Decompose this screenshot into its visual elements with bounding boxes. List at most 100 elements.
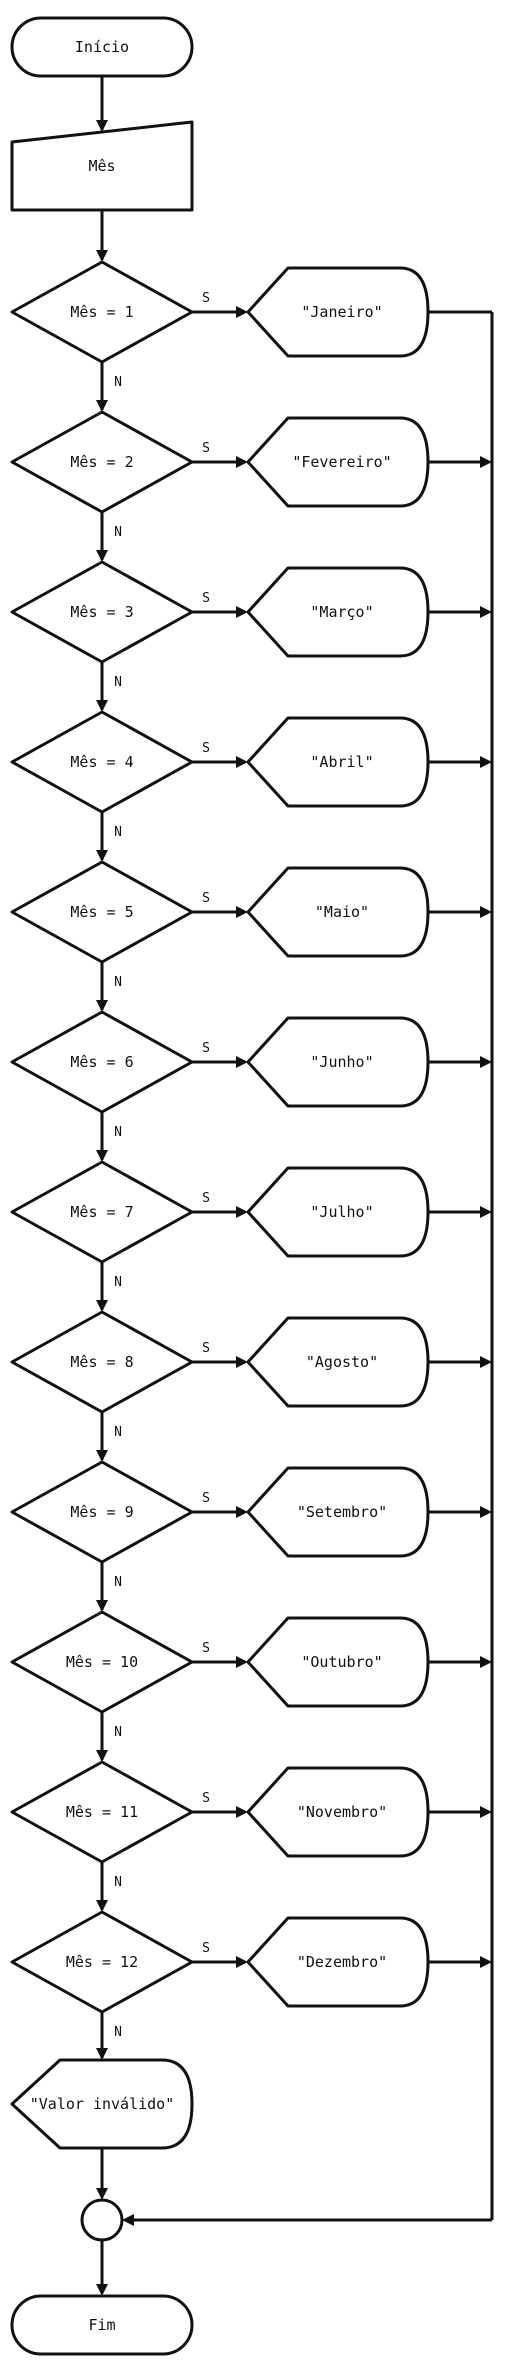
decision-label-11: Mês = 11 — [66, 1803, 138, 1821]
decision-shape-6 — [10, 1010, 194, 1114]
start-terminal: Início — [10, 16, 194, 78]
default-output-shape — [10, 2058, 194, 2150]
default-output-label: "Valor inválido" — [30, 2095, 175, 2113]
decision-shape-10 — [10, 1610, 194, 1714]
output-label-10: "Outubro" — [301, 1653, 382, 1671]
yes-label-11: S — [202, 1791, 210, 1806]
no-label-11: N — [114, 1875, 122, 1890]
yes-label-2: S — [202, 441, 210, 456]
arrowhead-bus-5 — [480, 906, 492, 918]
arrowhead-default-merge — [96, 2188, 108, 2200]
no-label-3: N — [114, 675, 122, 690]
output-shape-3 — [246, 566, 430, 658]
input-label: Mês — [88, 157, 115, 175]
decision-label-5: Mês = 5 — [70, 903, 133, 921]
output-label-1: "Janeiro" — [301, 303, 382, 321]
no-label-7: N — [114, 1275, 122, 1290]
output-shape-1 — [246, 266, 430, 358]
arrowheads — [96, 120, 492, 2296]
arrowhead-bus-6 — [480, 1056, 492, 1068]
decision-label-9: Mês = 9 — [70, 1503, 133, 1521]
arrowhead-no-10 — [96, 1750, 108, 1762]
end-terminal: Fim — [10, 2294, 194, 2356]
arrowhead-yes-5 — [236, 906, 248, 918]
no-label-5: N — [114, 975, 122, 990]
arrowhead-no-9 — [96, 1600, 108, 1612]
arrowhead-yes-9 — [236, 1506, 248, 1518]
decision-shape-7 — [10, 1160, 194, 1264]
output-shape-2 — [246, 416, 430, 508]
arrowhead-bus-2 — [480, 456, 492, 468]
no-label-10: N — [114, 1725, 122, 1740]
yes-label-1: S — [202, 291, 210, 306]
arrowhead-yes-11 — [236, 1806, 248, 1818]
arrowhead-bus-12 — [480, 1956, 492, 1968]
output-shape-6 — [246, 1016, 430, 1108]
input-node: Mês — [10, 120, 194, 212]
decision-shape-2 — [10, 410, 194, 514]
arrowhead-no-1 — [96, 400, 108, 412]
output-label-7: "Julho" — [310, 1203, 373, 1221]
decision-label-6: Mês = 6 — [70, 1053, 133, 1071]
output-shape-5 — [246, 866, 430, 958]
start-label: Início — [75, 38, 129, 56]
arrowhead-bus-9 — [480, 1506, 492, 1518]
decision-shape-9 — [10, 1460, 194, 1564]
arrowhead-input-decision — [96, 250, 108, 262]
arrowhead-bus-10 — [480, 1656, 492, 1668]
arrowhead-yes-1 — [236, 306, 248, 318]
output-label-11: "Novembro" — [297, 1803, 387, 1821]
output-shape-9 — [246, 1466, 430, 1558]
arrowhead-no-8 — [96, 1450, 108, 1462]
no-label-1: N — [114, 375, 122, 390]
arrowhead-no-2 — [96, 550, 108, 562]
arrowhead-yes-2 — [236, 456, 248, 468]
yes-label-8: S — [202, 1341, 210, 1356]
output-label-5: "Maio" — [315, 903, 369, 921]
output-label-8: "Agosto" — [306, 1353, 378, 1371]
arrowhead-start-input — [96, 120, 108, 132]
output-label-3: "Março" — [310, 603, 373, 621]
arrowhead-yes-6 — [236, 1056, 248, 1068]
decision-label-1: Mês = 1 — [70, 303, 133, 321]
yes-label-7: S — [202, 1191, 210, 1206]
yes-label-5: S — [202, 891, 210, 906]
yes-label-9: S — [202, 1491, 210, 1506]
no-label-12: N — [114, 2025, 122, 2040]
arrowhead-no-5 — [96, 1000, 108, 1012]
arrowhead-no-12 — [96, 2048, 108, 2060]
decision-shape-3 — [10, 560, 194, 664]
decision-label-12: Mês = 12 — [66, 1953, 138, 1971]
decision-shape-4 — [10, 710, 194, 814]
arrowhead-no-3 — [96, 700, 108, 712]
decision-label-3: Mês = 3 — [70, 603, 133, 621]
arrowhead-bus-3 — [480, 606, 492, 618]
no-label-8: N — [114, 1425, 122, 1440]
yes-label-6: S — [202, 1041, 210, 1056]
no-label-9: N — [114, 1575, 122, 1590]
start-terminal-shape — [10, 16, 194, 78]
output-shape-4 — [246, 716, 430, 808]
end-label: Fim — [88, 2316, 115, 2334]
decision-shape-5 — [10, 860, 194, 964]
decision-shape-8 — [10, 1310, 194, 1414]
decision-shape-12 — [10, 1910, 194, 2014]
yes-label-12: S — [202, 1941, 210, 1956]
arrowhead-no-6 — [96, 1150, 108, 1162]
arrowhead-no-11 — [96, 1900, 108, 1912]
output-label-6: "Junho" — [310, 1053, 373, 1071]
arrowhead-no-7 — [96, 1300, 108, 1312]
no-label-4: N — [114, 825, 122, 840]
yes-label-10: S — [202, 1641, 210, 1656]
merge-connector — [80, 2198, 124, 2242]
output-shape-11 — [246, 1766, 430, 1858]
decision-shape-1 — [10, 260, 194, 364]
output-shape-10 — [246, 1616, 430, 1708]
arrowhead-bus-8 — [480, 1356, 492, 1368]
arrowhead-yes-4 — [236, 756, 248, 768]
output-shape-8 — [246, 1316, 430, 1408]
decision-label-2: Mês = 2 — [70, 453, 133, 471]
arrowhead-yes-10 — [236, 1656, 248, 1668]
decision-label-7: Mês = 7 — [70, 1203, 133, 1221]
